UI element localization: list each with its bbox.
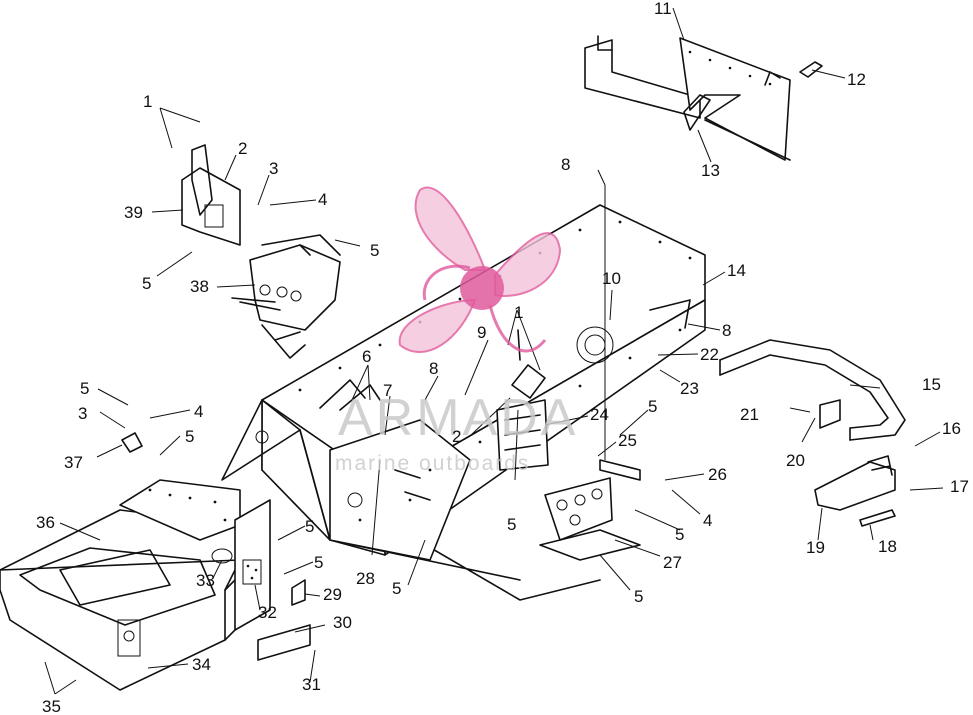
callout-24: 24 (590, 405, 609, 424)
callout-8: 8 (722, 321, 731, 340)
callout-5: 5 (507, 515, 516, 534)
callout-3: 3 (78, 404, 87, 423)
callout-1: 1 (514, 303, 523, 322)
callout-21: 21 (740, 405, 759, 424)
callout-5: 5 (634, 587, 643, 606)
callout-5: 5 (80, 379, 89, 398)
rear-panel-assembly (584, 35, 823, 161)
propeller-logo-icon (398, 186, 562, 353)
callout-28: 28 (356, 569, 375, 588)
callout-9: 9 (477, 323, 486, 342)
callout-15: 15 (922, 375, 941, 394)
callout-27: 27 (663, 553, 682, 572)
callout-17: 17 (950, 477, 969, 496)
callout-2: 2 (238, 139, 247, 158)
callout-5: 5 (370, 241, 379, 260)
callout-5: 5 (648, 397, 657, 416)
seat-base (0, 479, 271, 691)
callout-14: 14 (727, 261, 746, 280)
callout-38: 38 (190, 277, 209, 296)
callout-5: 5 (392, 579, 401, 598)
watermark-tagline: marine outboards (335, 452, 530, 475)
callout-7: 7 (383, 381, 392, 400)
callout-12: 12 (847, 70, 866, 89)
callout-11: 11 (654, 0, 672, 18)
bumper (719, 339, 906, 441)
callout-35: 35 (42, 697, 61, 715)
callout-1: 1 (143, 92, 152, 111)
callout-39: 39 (124, 203, 143, 222)
callout-22: 22 (700, 345, 719, 364)
callout-18: 18 (878, 537, 897, 556)
leader-lines (44, 7, 944, 695)
callout-5: 5 (675, 525, 684, 544)
callout-16: 16 (942, 419, 961, 438)
callout-5: 5 (185, 427, 194, 446)
watermark: ARMADA marine outboards (335, 186, 578, 475)
callout-26: 26 (708, 465, 727, 484)
callout-8: 8 (561, 155, 570, 174)
center-bracket-assembly (496, 329, 641, 561)
callout-5: 5 (305, 517, 314, 536)
callout-32: 32 (258, 603, 277, 622)
callout-8: 8 (429, 359, 438, 378)
callout-2: 2 (452, 427, 461, 446)
callout-19: 19 (806, 538, 825, 557)
callout-5: 5 (142, 274, 151, 293)
callout-13: 13 (701, 161, 720, 180)
callout-20: 20 (786, 451, 805, 470)
callout-34: 34 (192, 655, 211, 674)
callout-30: 30 (333, 613, 352, 632)
callout-4: 4 (703, 511, 712, 530)
callout-29: 29 (323, 585, 342, 604)
callout-5: 5 (314, 553, 323, 572)
runner-assembly (814, 455, 896, 527)
watermark-brand: ARMADA (338, 389, 578, 447)
callout-4: 4 (318, 190, 327, 209)
callout-4: 4 (194, 402, 203, 421)
front-panel (211, 499, 311, 661)
callout-33: 33 (196, 571, 215, 590)
left-bracket-assembly (121, 144, 341, 453)
callout-36: 36 (36, 513, 55, 532)
callout-23: 23 (680, 379, 699, 398)
callout-10: 10 (602, 269, 621, 288)
callout-labels: 1 2 3 4 39 5 5 38 11 12 13 8 14 10 8 22 … (36, 0, 969, 715)
callout-25: 25 (618, 431, 637, 450)
callout-6: 6 (362, 347, 371, 366)
callout-31: 31 (302, 675, 321, 694)
callout-37: 37 (64, 453, 83, 472)
callout-3: 3 (269, 159, 278, 178)
